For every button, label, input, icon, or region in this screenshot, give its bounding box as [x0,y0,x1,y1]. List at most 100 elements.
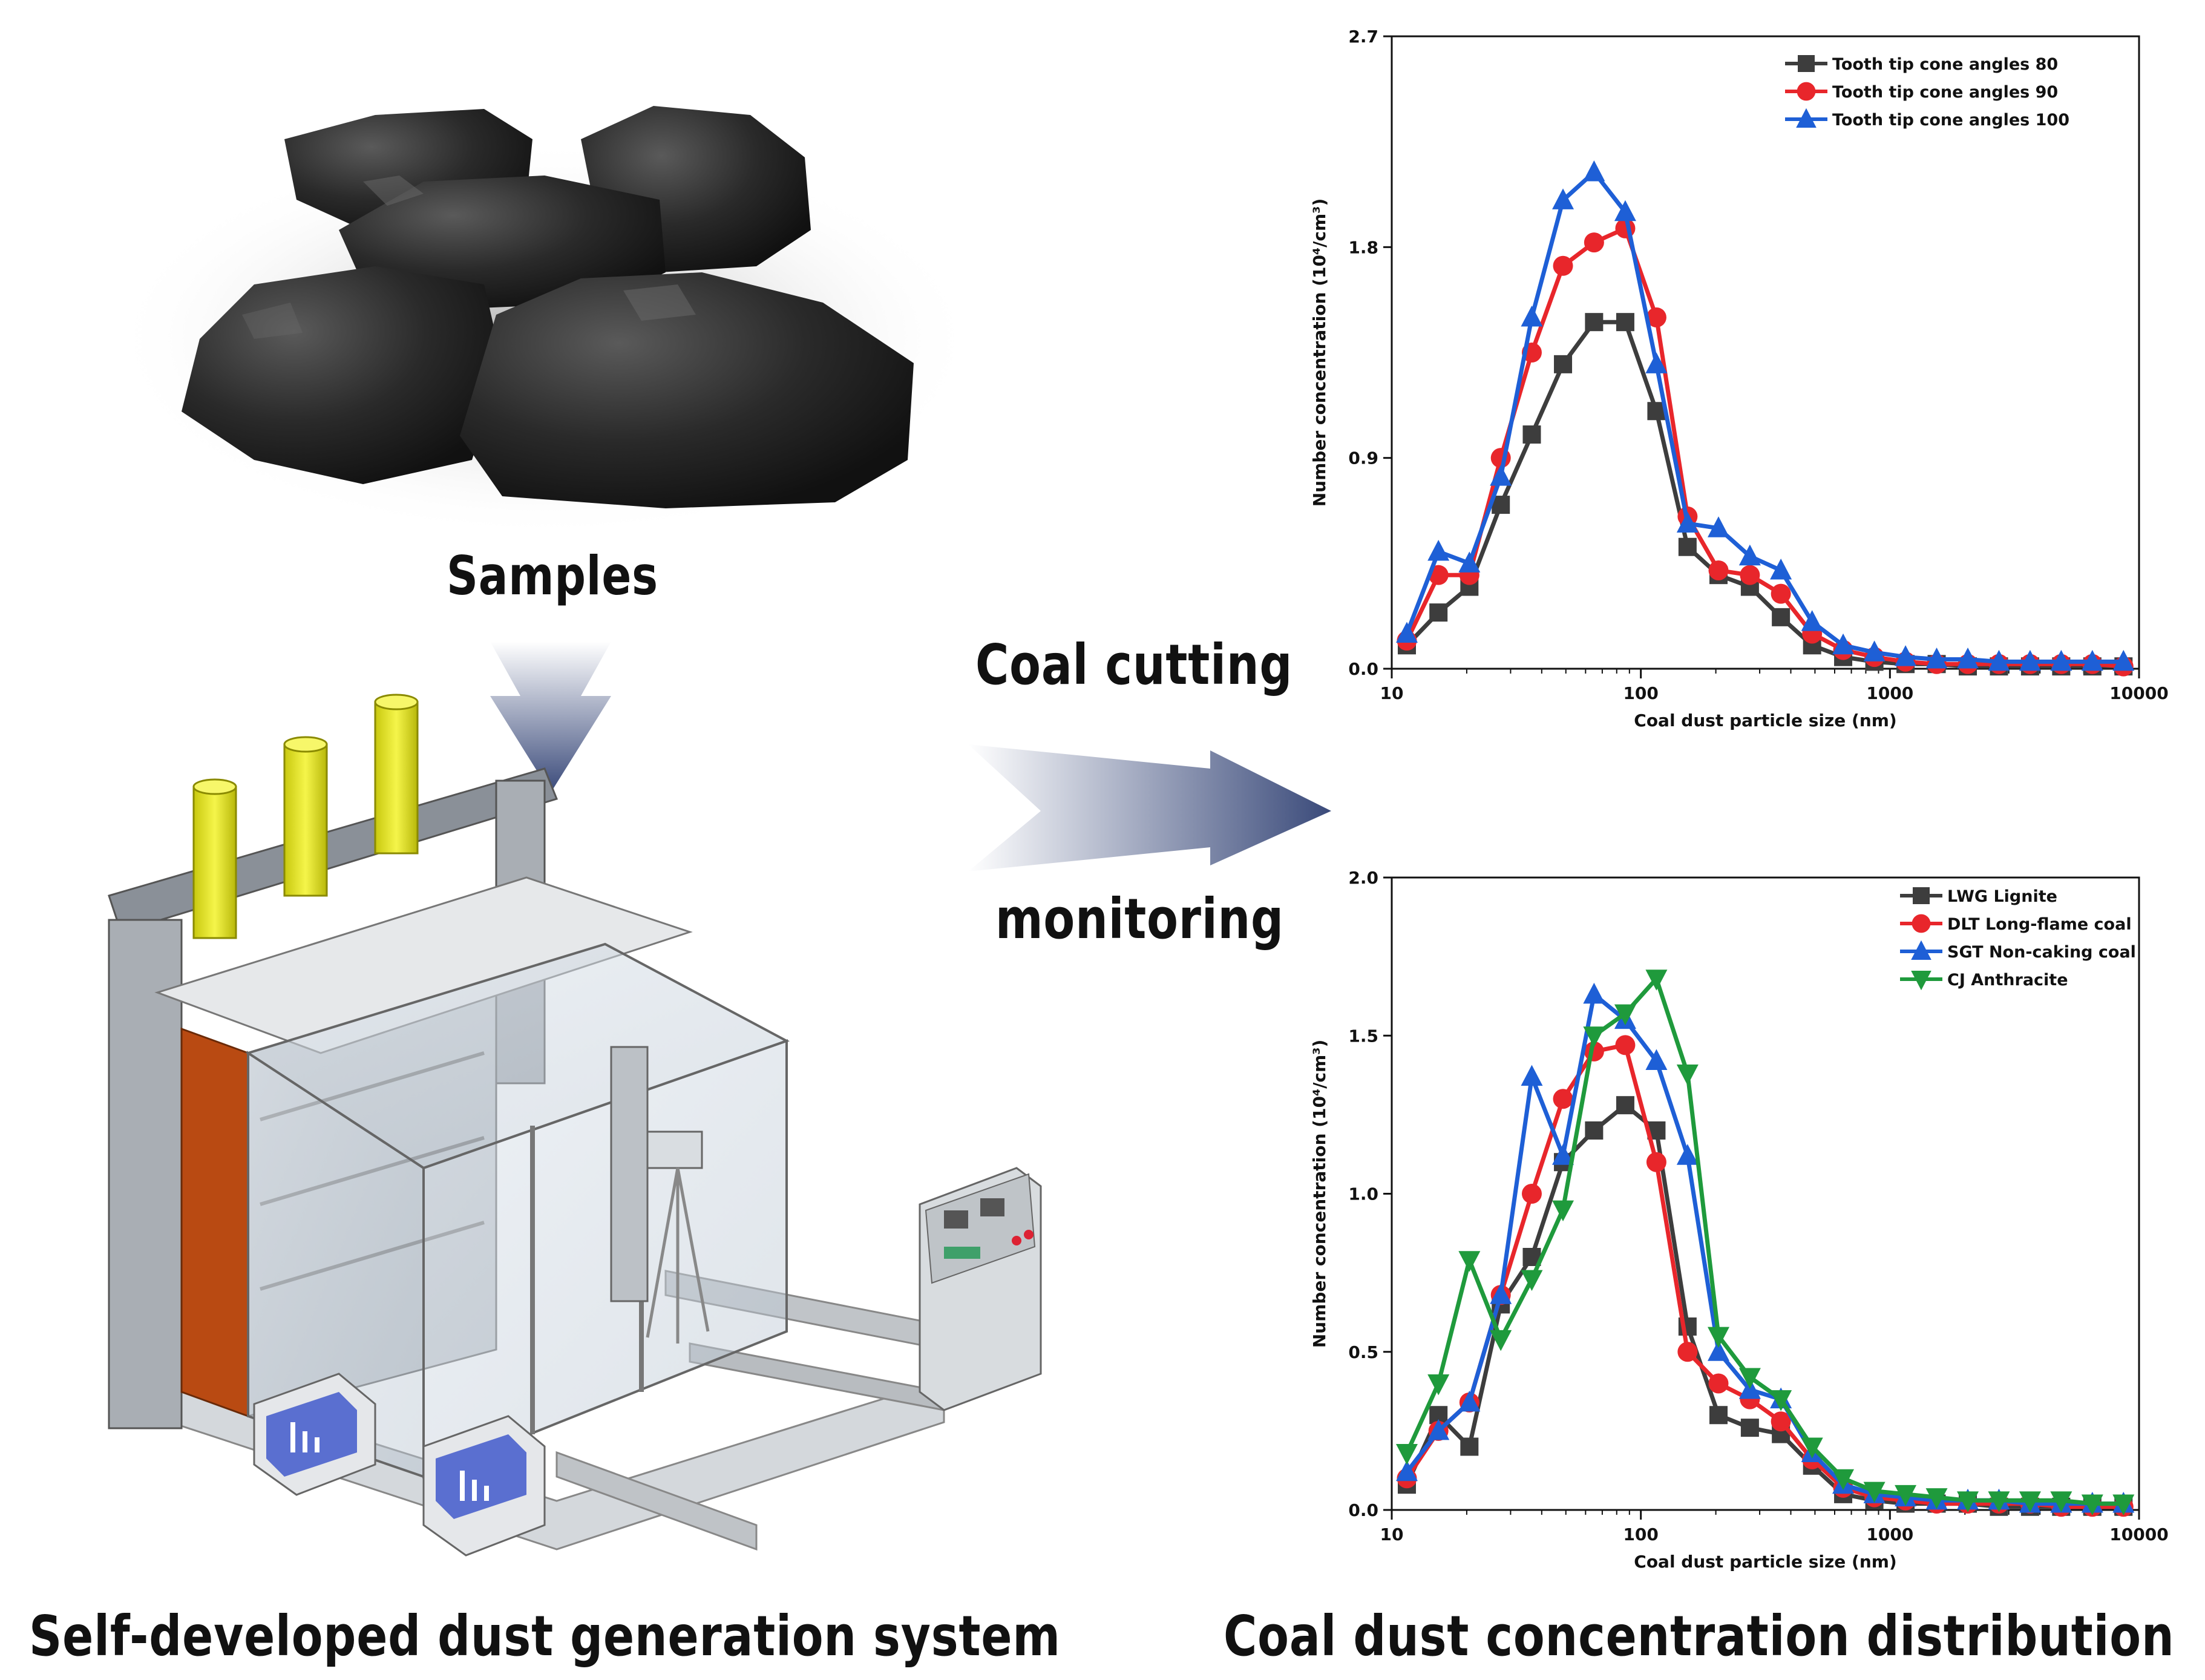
x-tick-label: 1000 [1866,683,1913,703]
data-point [1521,1270,1543,1291]
series-line [1404,1103,2124,1509]
legend-entry: SGT Non-caking coal [1947,943,2136,962]
data-point [1460,1437,1479,1456]
data-point [1584,232,1604,253]
data-point [1552,1200,1574,1222]
data-point [2081,1494,2103,1516]
coal-cutting-label: Coal cutting [975,632,1293,697]
data-point [1614,1004,1636,1026]
data-point [1676,1144,1699,1165]
x-axis-label: Coal dust particle size (nm) [1634,710,1896,730]
data-point [1646,1152,1666,1172]
data-point [1863,640,1886,661]
samples-label: Samples [447,545,658,607]
data-point [1708,1340,1730,1361]
y-tick-label: 1.8 [1348,237,1378,257]
data-point [1832,633,1855,655]
x-tick-label: 10 [1380,683,1404,703]
data-point [1957,1491,1979,1512]
legend-marker [1913,887,1930,904]
data-point [1585,1121,1604,1140]
data-point [1521,1065,1543,1086]
data-point [1772,608,1791,626]
data-point [1678,537,1697,556]
data-point [1552,188,1574,209]
data-point [1585,313,1604,332]
x-tick-label: 100 [1623,1524,1658,1544]
data-point [1553,1089,1573,1109]
data-point [1770,558,1792,580]
legend-marker [1798,55,1815,72]
legend-marker [1911,940,1931,960]
data-point [1646,307,1666,327]
data-point [1925,1488,1948,1509]
data-point [2081,649,2103,671]
data-point [1708,1327,1730,1348]
x-tick-label: 1000 [1866,1524,1913,1544]
x-axis-label: Coal dust particle size (nm) [1634,1552,1896,1572]
data-point [1645,970,1668,991]
data-point [1895,1485,1917,1506]
y-axis-label: Number concentration (10⁴/cm³) [1309,1040,1329,1348]
monitoring-label: monitoring [995,887,1284,951]
data-point [1708,1373,1729,1394]
data-point [1490,465,1512,486]
dust-generation-machine-image [108,694,1042,1557]
data-point [1645,1049,1668,1071]
data-point [1676,1064,1699,1086]
data-point [1709,1406,1728,1425]
legend-marker [1912,914,1931,933]
data-point [2050,649,2072,671]
data-point [1395,1460,1418,1481]
series-1 [1397,1096,2133,1516]
y-tick-label: 1.5 [1348,1026,1378,1046]
legend-marker [1797,82,1816,101]
legend-entry: CJ Anthracite [1947,971,2068,989]
data-point [1708,560,1729,580]
data-point [1554,355,1573,373]
y-tick-label: 0.0 [1348,659,1378,679]
data-point [1458,1390,1481,1412]
data-point [1553,255,1573,276]
y-tick-label: 0.5 [1348,1342,1378,1362]
data-point [1770,1390,1792,1411]
data-point [1676,511,1699,533]
data-point [1583,160,1605,182]
data-point [1427,1374,1450,1396]
y-tick-label: 0.0 [1348,1500,1378,1520]
data-point [1458,551,1481,573]
data-point [1490,1283,1512,1304]
data-point [1738,544,1761,566]
data-point [1801,610,1823,631]
data-point [1615,1035,1636,1055]
data-point [1583,982,1605,1004]
y-tick-label: 0.9 [1348,448,1378,468]
data-point [1395,622,1418,643]
x-tick-label: 10000 [2109,683,2168,703]
data-point [1771,583,1791,604]
x-tick-label: 10 [1380,1524,1404,1544]
series-line [1405,320,2124,669]
y-tick-label: 1.0 [1348,1184,1378,1204]
data-point [1395,1443,1418,1465]
data-point [1895,645,1917,666]
series-line [1405,1043,2124,1509]
data-point [1740,1419,1759,1437]
legend-marker [1796,108,1817,128]
data-point [2112,1494,2135,1516]
y-tick-label: 2.7 [1348,27,1378,47]
series-line [1404,976,2124,1506]
legend-marker [1911,971,1931,991]
plot-frame [1391,35,2140,670]
data-point [1429,603,1448,622]
legend-entry: LWG Lignite [1947,887,2057,906]
series-3 [1395,160,2135,671]
data-point [1988,1491,2010,1512]
data-point [1957,648,1979,669]
y-axis-label: Number concentration (10⁴/cm³) [1309,199,1329,507]
data-point [2019,649,2041,671]
data-point [1427,539,1450,561]
